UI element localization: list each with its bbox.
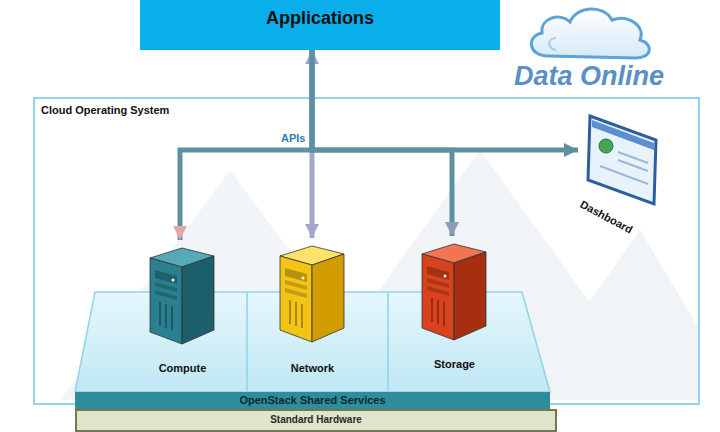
node-text: Dashboard xyxy=(578,198,635,236)
node-text: Cloud Operating System xyxy=(41,104,169,117)
api-connector xyxy=(312,50,578,150)
server-icon xyxy=(412,236,497,346)
shared-services-band: OpenStack Shared Services xyxy=(75,392,550,409)
node-text: Compute xyxy=(140,362,225,375)
api-connector xyxy=(312,50,452,236)
network-server: Network xyxy=(270,238,355,378)
node-text: OpenStack Shared Services xyxy=(75,394,550,407)
server-icon xyxy=(270,238,355,348)
api-connector xyxy=(180,50,312,240)
dashboard-icon xyxy=(578,112,660,208)
cloud-os-frame: Cloud Operating SystemCompute Network Stor… xyxy=(33,97,700,405)
server-icon xyxy=(140,240,225,350)
storage-server: Storage xyxy=(412,236,497,376)
standard-hardware-box: Standard Hardware xyxy=(75,409,557,432)
compute-server: Compute xyxy=(140,240,225,380)
dashboard-node: Dashboard xyxy=(578,112,660,232)
node-text: Storage xyxy=(412,358,497,371)
applications-box: Applications xyxy=(140,0,500,50)
cloud-logo xyxy=(531,9,649,58)
edge-label: APIs xyxy=(281,132,305,145)
node-text: Standard Hardware xyxy=(77,414,555,426)
node-text: Network xyxy=(270,362,355,375)
api-connector xyxy=(310,50,315,238)
node-text: Applications xyxy=(140,7,500,29)
logo-text: Data Online xyxy=(514,60,664,92)
faint-mountains xyxy=(60,150,700,400)
